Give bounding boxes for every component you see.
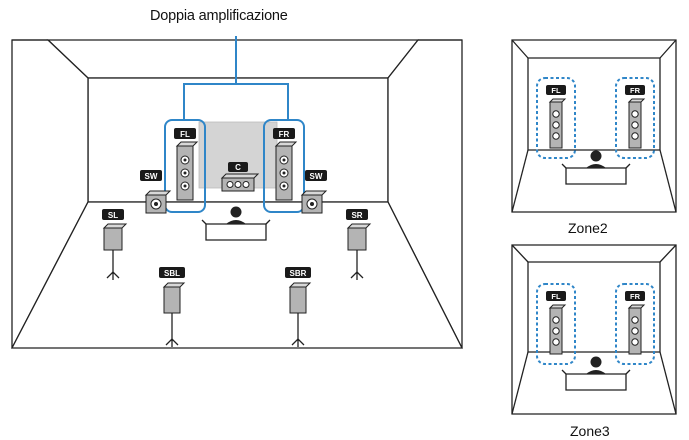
zone3-label-fl: FL bbox=[551, 292, 561, 301]
subwoofer-left: SW bbox=[140, 170, 171, 214]
label-sr: SR bbox=[351, 211, 362, 220]
label-sl: SL bbox=[108, 211, 118, 220]
speaker-sbl: SBL bbox=[159, 267, 185, 348]
label-sbl: SBL bbox=[164, 269, 180, 278]
zone2-label-fl: FL bbox=[551, 86, 561, 95]
bi-amp-connector bbox=[183, 36, 289, 120]
label-sw-right: SW bbox=[310, 172, 323, 181]
speaker-sbr: SBR bbox=[285, 267, 311, 348]
zone2-speaker-fl: FL bbox=[536, 77, 576, 159]
label-c: C bbox=[235, 163, 241, 172]
speaker-sl: SL bbox=[102, 209, 127, 281]
label-sbr: SBR bbox=[290, 269, 307, 278]
subwoofer-right: SW bbox=[301, 170, 327, 214]
speaker-center: C bbox=[220, 162, 260, 192]
speaker-fl: FL bbox=[164, 119, 206, 213]
zone3-label: Zone3 bbox=[570, 423, 610, 439]
main-room bbox=[10, 39, 464, 349]
label-fr: FR bbox=[279, 130, 290, 139]
speaker-fr: FR bbox=[263, 119, 305, 213]
speaker-sr: SR bbox=[346, 209, 371, 281]
zone3-speaker-fr: FR bbox=[615, 283, 655, 365]
zone2-room bbox=[511, 39, 677, 213]
zone2-speaker-fr: FR bbox=[615, 77, 655, 159]
zone3-speaker-fl: FL bbox=[536, 283, 576, 365]
label-sw-left: SW bbox=[145, 172, 158, 181]
zone2-label: Zone2 bbox=[568, 220, 608, 236]
bi-amp-title: Doppia amplificazione bbox=[150, 8, 288, 24]
zone2-label-fr: FR bbox=[630, 86, 641, 95]
zone3-label-fr: FR bbox=[630, 292, 641, 301]
label-fl: FL bbox=[180, 130, 190, 139]
